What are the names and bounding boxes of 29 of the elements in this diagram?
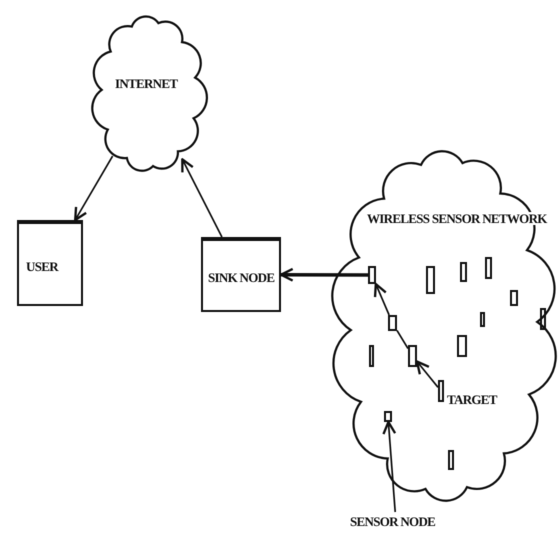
- sensor-node: [448, 450, 454, 470]
- arrow: [280, 268, 368, 282]
- sensor-node: [540, 308, 546, 330]
- sensor-node: [457, 335, 467, 357]
- node-label: SENSOR NODE: [350, 515, 436, 528]
- sensor-node: [510, 290, 518, 306]
- sensor-node: [388, 315, 397, 331]
- sensor-node: [426, 266, 435, 294]
- connector-line: [396, 330, 409, 350]
- sensor-node: [384, 411, 392, 422]
- process-box: [17, 220, 83, 306]
- sensor-node: [369, 345, 374, 367]
- arrow: [181, 158, 223, 238]
- sensor-node: [438, 380, 444, 402]
- arrow: [416, 360, 439, 388]
- arrow: [382, 420, 396, 512]
- sensor-node: [368, 266, 376, 284]
- node-label: WIRELESS SENSOR NETWORK: [367, 212, 547, 225]
- node-label: INTERNET: [115, 77, 178, 90]
- sensor-node: [408, 345, 417, 367]
- process-box: [201, 237, 281, 312]
- arrow: [74, 156, 114, 222]
- arrow: [374, 282, 390, 316]
- sensor-node: [480, 312, 485, 327]
- node-label: USER: [26, 260, 58, 273]
- sensor-node: [485, 257, 492, 279]
- node-label: SINK NODE: [208, 271, 274, 284]
- sensor-node: [460, 262, 467, 282]
- label-text: TARGET: [447, 393, 497, 406]
